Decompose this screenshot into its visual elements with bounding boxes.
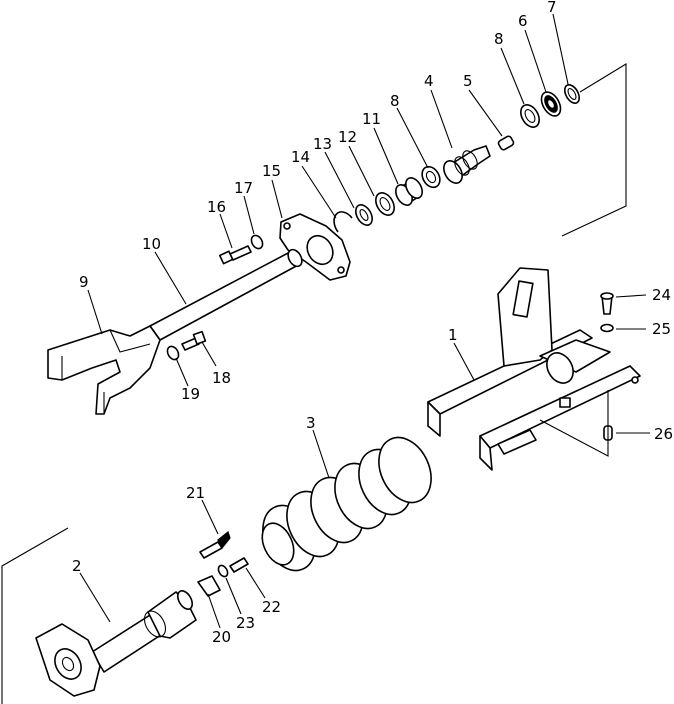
part-16-bolt — [218, 245, 252, 265]
callout-22: 22 — [262, 598, 281, 616]
callout-15: 15 — [262, 162, 281, 180]
part-8-ring-upper — [520, 104, 540, 128]
part-19-washer — [166, 345, 180, 361]
callout-8-lower: 8 — [390, 92, 400, 110]
callout-16: 16 — [207, 198, 226, 216]
callout-13: 13 — [313, 135, 332, 153]
part-9-yoke — [47, 325, 161, 415]
part-20-lock-plate — [197, 575, 221, 597]
part-14-snap-ring — [333, 211, 353, 233]
callout-19: 19 — [181, 385, 200, 403]
part-11-collar — [395, 177, 423, 206]
callout-26: 26 — [654, 425, 673, 443]
callout-1: 1 — [448, 326, 458, 344]
callout-9: 9 — [79, 273, 89, 291]
callout-14: 14 — [291, 148, 310, 166]
callout-labels: 1 2 3 4 5 6 7 8 8 9 10 11 12 13 14 15 16… — [72, 0, 673, 646]
part-15-flange-plate — [279, 213, 351, 281]
callout-24: 24 — [652, 286, 671, 304]
part-17-washer — [250, 234, 264, 250]
part-5-pin — [497, 135, 515, 151]
callout-7: 7 — [547, 0, 557, 16]
part-7-snap-ring — [563, 84, 581, 104]
part-24-bolt — [600, 292, 614, 315]
part-23-washer — [217, 564, 229, 578]
part-25-washer — [600, 323, 614, 333]
group-bracket-lower — [1, 527, 69, 704]
part-12-seal — [375, 192, 395, 216]
callout-11: 11 — [362, 110, 381, 128]
leader-lines — [79, 13, 650, 629]
part-22-bolt — [229, 557, 249, 573]
callout-12: 12 — [338, 128, 357, 146]
callout-6: 6 — [518, 12, 528, 30]
part-8-ring-lower — [421, 165, 441, 189]
part-2-cylinder — [35, 590, 197, 697]
callout-5: 5 — [463, 72, 473, 90]
callout-21: 21 — [186, 484, 205, 502]
part-13-ring — [355, 204, 373, 226]
part-6-bearing — [540, 91, 562, 117]
part-1-frame — [427, 267, 641, 471]
callout-10: 10 — [142, 235, 161, 253]
part-18-bolt — [181, 330, 207, 351]
callout-3: 3 — [306, 414, 316, 432]
callout-20: 20 — [212, 628, 231, 646]
part-21-grease-fitting — [199, 530, 231, 559]
callout-18: 18 — [212, 369, 231, 387]
group-bracket-upper — [561, 63, 627, 237]
callout-2: 2 — [72, 557, 82, 575]
callout-17: 17 — [234, 179, 253, 197]
callout-25: 25 — [652, 320, 671, 338]
callout-8-upper: 8 — [494, 30, 504, 48]
callout-23: 23 — [236, 614, 255, 632]
callout-4: 4 — [424, 72, 434, 90]
part-3-spring — [261, 436, 432, 572]
part-4-bushing — [443, 145, 491, 184]
